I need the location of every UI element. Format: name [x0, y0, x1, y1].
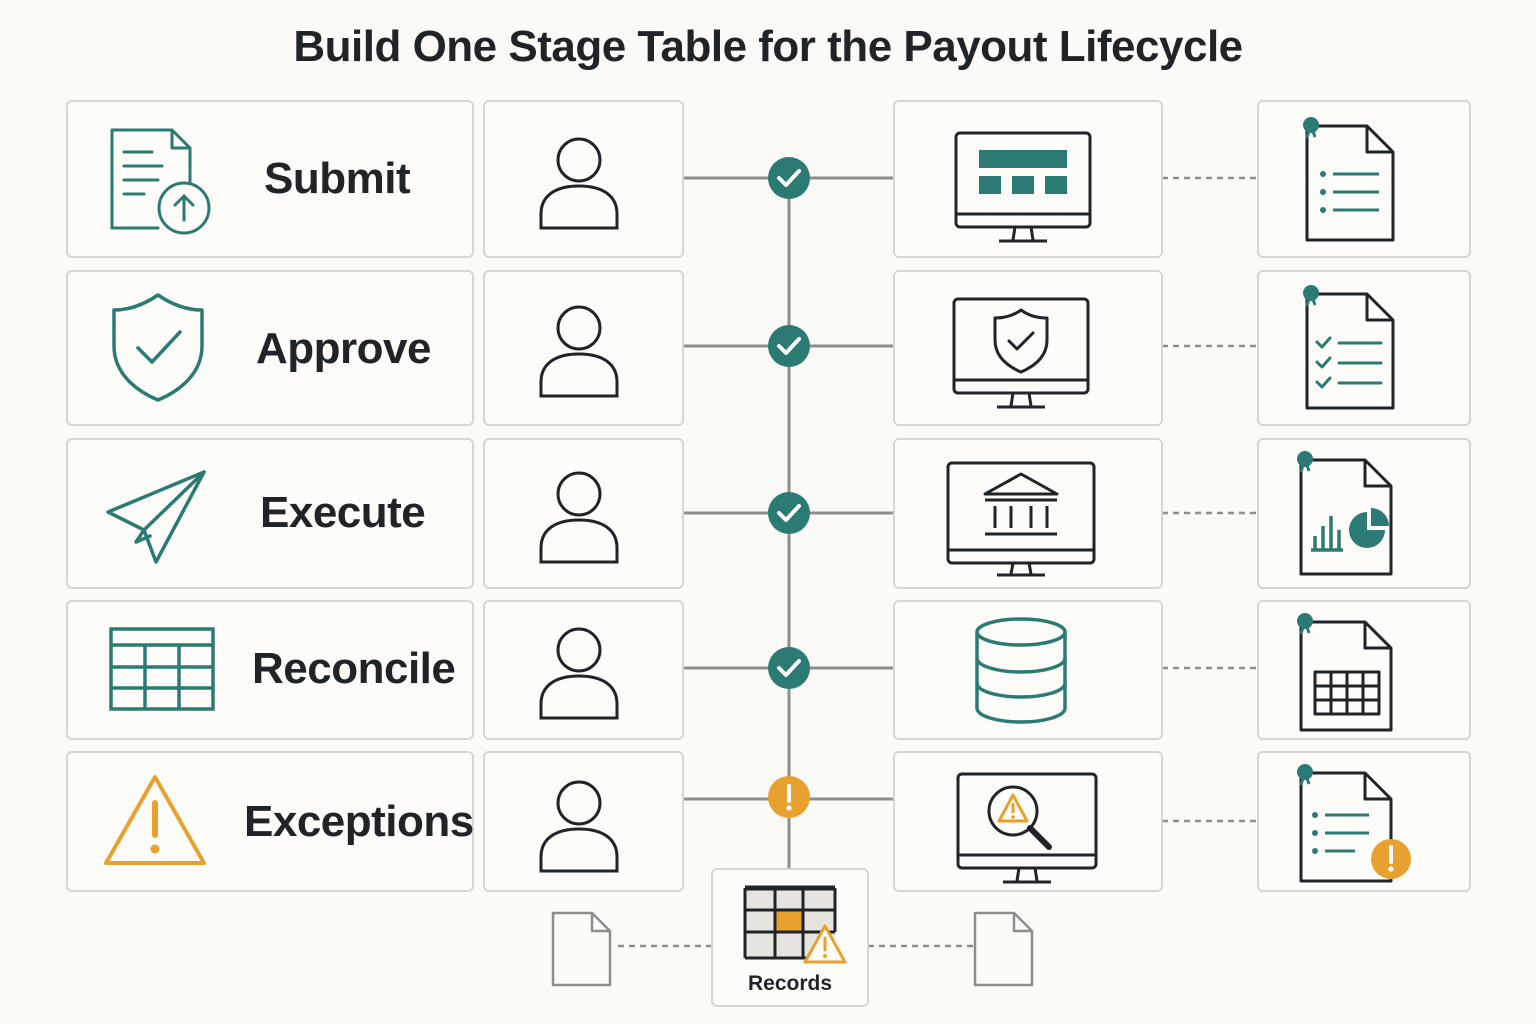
- user-icon: [539, 471, 619, 564]
- page-title: Build One Stage Table for the Payout Lif…: [293, 22, 1243, 71]
- artifact-card-submit: [1257, 100, 1471, 258]
- system-card-approve: [893, 270, 1163, 426]
- records-label: Records: [747, 972, 833, 995]
- status-check-icon: [768, 157, 810, 199]
- actor-card-reconcile: [483, 600, 684, 740]
- paper-plane-icon: [106, 470, 206, 564]
- database-icon: [975, 617, 1067, 724]
- system-card-submit: [893, 100, 1163, 258]
- stage-label-execute: Execute: [260, 488, 426, 537]
- records-grid-warning-icon: [743, 885, 847, 964]
- actor-card-execute: [483, 438, 684, 589]
- monitor-shield-icon: [952, 297, 1090, 409]
- stage-label-exceptions: Exceptions: [244, 797, 474, 846]
- actor-card-approve: [483, 270, 684, 426]
- stage-card-submit[interactable]: Submit: [66, 100, 474, 258]
- shield-check-icon: [112, 293, 204, 402]
- artifact-card-reconcile: [1257, 600, 1471, 740]
- actor-card-submit: [483, 100, 684, 258]
- status-warning-icon: [768, 776, 810, 818]
- document-list-warning-icon: [1297, 764, 1411, 883]
- monitor-bank-icon: [946, 461, 1096, 577]
- stage-label-submit: Submit: [264, 154, 411, 203]
- user-icon: [539, 780, 619, 873]
- artifact-card-approve: [1257, 270, 1471, 426]
- records-card[interactable]: Records: [711, 868, 869, 1007]
- stage-label-approve: Approve: [256, 324, 431, 373]
- warning-triangle-icon: [104, 775, 206, 865]
- stage-card-approve[interactable]: Approve: [66, 270, 474, 426]
- stage-card-exceptions[interactable]: Exceptions: [66, 751, 474, 892]
- actor-card-exceptions: [483, 751, 684, 892]
- status-check-icon: [768, 647, 810, 689]
- user-icon: [539, 137, 619, 230]
- user-icon: [539, 627, 619, 720]
- document-list-icon: [1303, 117, 1395, 242]
- artifact-card-execute: [1257, 438, 1471, 589]
- blank-document-icon: [973, 911, 1034, 987]
- system-card-execute: [893, 438, 1163, 589]
- document-table-icon: [1297, 613, 1393, 732]
- stage-label-reconcile: Reconcile: [252, 644, 456, 693]
- document-checklist-icon: [1303, 285, 1395, 410]
- system-card-reconcile: [893, 600, 1163, 740]
- status-check-icon: [768, 492, 810, 534]
- blank-document-icon: [551, 911, 612, 987]
- user-icon: [539, 305, 619, 398]
- stage-card-reconcile[interactable]: Reconcile: [66, 600, 474, 740]
- document-chart-icon: [1297, 451, 1393, 576]
- artifact-card-exceptions: [1257, 751, 1471, 892]
- stage-card-execute[interactable]: Execute: [66, 438, 474, 589]
- system-card-exceptions: [893, 751, 1163, 892]
- monitor-dashboard-icon: [954, 131, 1092, 243]
- table-grid-icon: [109, 627, 215, 711]
- document-upload-icon: [110, 128, 211, 235]
- status-check-icon: [768, 325, 810, 367]
- monitor-search-warning-icon: [956, 772, 1098, 884]
